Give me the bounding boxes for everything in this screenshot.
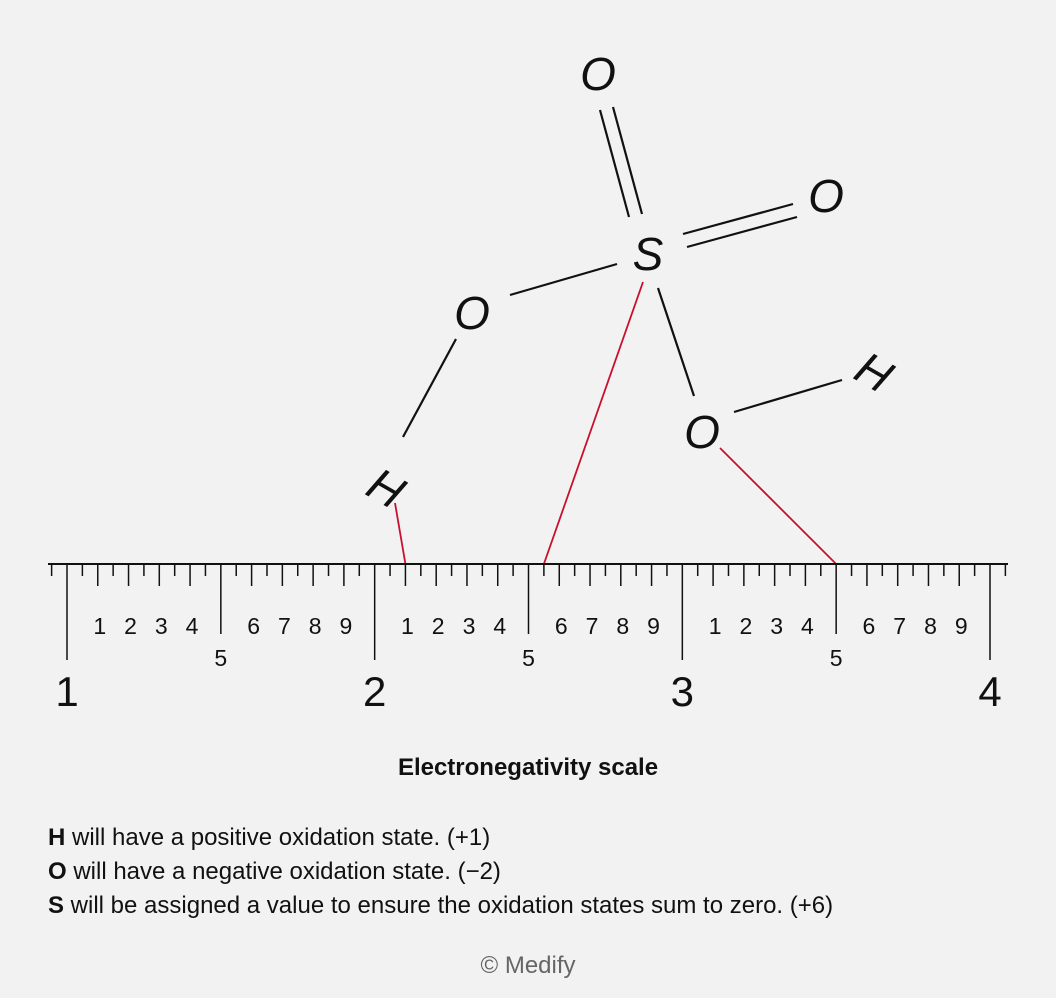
scale-tenth-label: 8 [924, 613, 937, 639]
molecule-atoms: O O S O H O H [359, 48, 902, 519]
scale-half-label: 5 [522, 645, 535, 671]
scale-tenth-label: 9 [647, 613, 660, 639]
atom-h-left: H [359, 457, 414, 519]
scale-tenth-label: 3 [463, 613, 476, 639]
bond-s-o-left [509, 262, 618, 297]
note-text: will have a negative oxidation state. (−… [66, 858, 501, 885]
link-h-to-scale [394, 502, 407, 565]
note-oxygen: O will have a negative oxidation state. … [48, 855, 833, 889]
note-atom: S [48, 892, 65, 919]
bond-s-o-right-b [686, 215, 798, 249]
bond-o-left-h [402, 338, 457, 438]
atom-s: S [633, 228, 664, 280]
atom-o-right: O [808, 170, 844, 222]
note-sulfur: S will be assigned a value to ensure the… [48, 889, 833, 923]
note-atom: O [48, 858, 67, 885]
scale-tenth-label: 4 [493, 613, 506, 639]
atom-o-bottom: O [684, 406, 720, 458]
scale-tenth-label: 2 [739, 613, 752, 639]
electronegativity-links [394, 281, 837, 565]
copyright: © Medify [480, 952, 576, 979]
bond-s-o-top-a [598, 109, 631, 218]
note-hydrogen: H will have a positive oxidation state. … [48, 821, 833, 855]
scale-tenth-label: 8 [616, 613, 629, 639]
scale-major-label: 3 [671, 668, 694, 715]
scale-tenth-label: 3 [155, 613, 168, 639]
scale-tenth-label: 6 [863, 613, 876, 639]
note-text: will have a positive oxidation state. (+… [65, 824, 491, 851]
scale-tenth-label: 9 [955, 613, 968, 639]
scale-tenth-label: 3 [770, 613, 783, 639]
bond-s-o-top-b [611, 106, 644, 215]
scale-major-label: 2 [363, 668, 386, 715]
scale-tenth-label: 9 [340, 613, 353, 639]
scale-tenth-label: 2 [432, 613, 445, 639]
scale-major-label: 4 [978, 668, 1001, 715]
scale-tenth-label: 7 [586, 613, 599, 639]
scale-tenth-label: 7 [893, 613, 906, 639]
atom-o-left: O [454, 287, 490, 339]
bond-o-bottom-h [733, 378, 843, 414]
oxidation-notes: H will have a positive oxidation state. … [48, 821, 833, 923]
link-o-to-scale [719, 447, 837, 565]
scale-tenth-label: 4 [801, 613, 814, 639]
note-atom: H [48, 824, 66, 851]
molecule-bonds [402, 106, 843, 438]
atom-o-top: O [580, 48, 616, 100]
scale-tenth-label: 1 [709, 613, 722, 639]
note-text: will be assigned a value to ensure the o… [64, 892, 834, 919]
scale-tenth-label: 6 [555, 613, 568, 639]
bond-s-o-bottom [656, 287, 696, 397]
link-s-to-scale [543, 281, 644, 565]
scale-tenth-label: 6 [247, 613, 260, 639]
atom-h-right: H [847, 341, 902, 403]
scale-tenth-label: 1 [93, 613, 106, 639]
scale-major-label: 1 [55, 668, 78, 715]
scale-ticks [50, 564, 1007, 660]
scale-tenth-label: 8 [309, 613, 322, 639]
scale-half-label: 5 [830, 645, 843, 671]
bond-s-o-right-a [682, 202, 794, 236]
scale-half-label: 5 [214, 645, 227, 671]
scale-title: Electronegativity scale [397, 754, 659, 781]
scale-tenth-label: 1 [401, 613, 414, 639]
scale-tenth-label: 7 [278, 613, 291, 639]
scale-tenth-label: 4 [186, 613, 199, 639]
scale-tenth-label: 2 [124, 613, 137, 639]
